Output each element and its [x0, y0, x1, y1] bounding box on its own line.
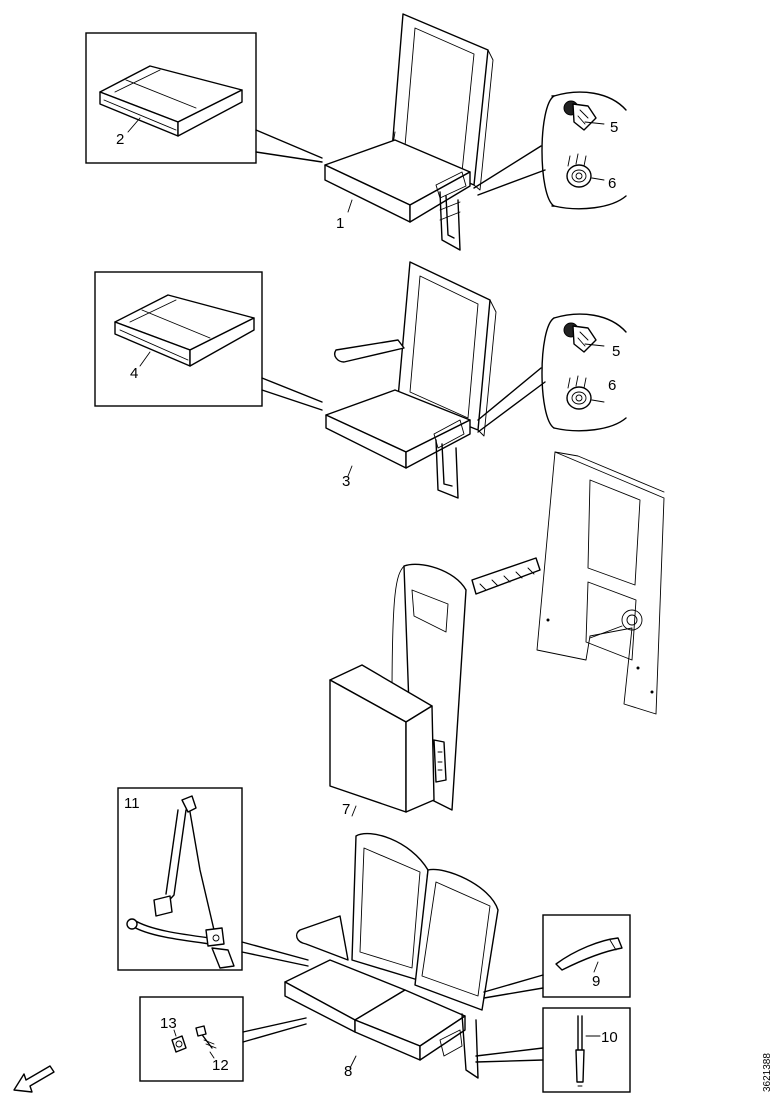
seat-7 [329, 563, 467, 817]
leader-lines-1 [127, 117, 605, 213]
callout-2: 2 [116, 131, 124, 148]
leader-lines-4 [241, 941, 544, 1063]
fasteners-box [139, 996, 244, 1082]
callout-1: 1 [336, 215, 344, 232]
seat-1 [324, 13, 494, 251]
cushion-4-box [94, 271, 263, 407]
seat-belt-11-box [117, 787, 243, 971]
cushion-2-box [85, 32, 257, 164]
callout-6a: 6 [608, 175, 616, 192]
callout-8: 8 [344, 1063, 352, 1080]
seat-3 [325, 261, 497, 499]
callout-11: 11 [124, 795, 140, 812]
bracket-arm [471, 557, 623, 639]
callout-12: 12 [212, 1057, 229, 1074]
hardware-box-1 [541, 91, 627, 210]
callout-5a: 5 [610, 119, 618, 136]
callout-5b: 5 [612, 343, 620, 360]
callout-4: 4 [130, 365, 138, 382]
callout-6b: 6 [608, 377, 616, 394]
document-number: 3621388 [762, 1053, 773, 1092]
wall-panel [536, 451, 665, 715]
knob-5b [563, 322, 597, 353]
handle-9-box [542, 914, 631, 998]
strut-10-box [542, 1007, 631, 1093]
knob-5a [563, 100, 597, 131]
callout-13: 13 [160, 1015, 177, 1032]
callout-3: 3 [342, 473, 350, 490]
callout-10: 10 [601, 1029, 618, 1046]
spring-6b [566, 375, 592, 410]
callout-9: 9 [592, 973, 600, 990]
direction-arrow-icon [13, 1065, 55, 1093]
spring-6a [566, 153, 592, 188]
hardware-box-2 [541, 313, 627, 432]
leader-lines-2 [139, 343, 605, 477]
callout-7: 7 [342, 801, 350, 818]
seat-8 [284, 832, 499, 1079]
